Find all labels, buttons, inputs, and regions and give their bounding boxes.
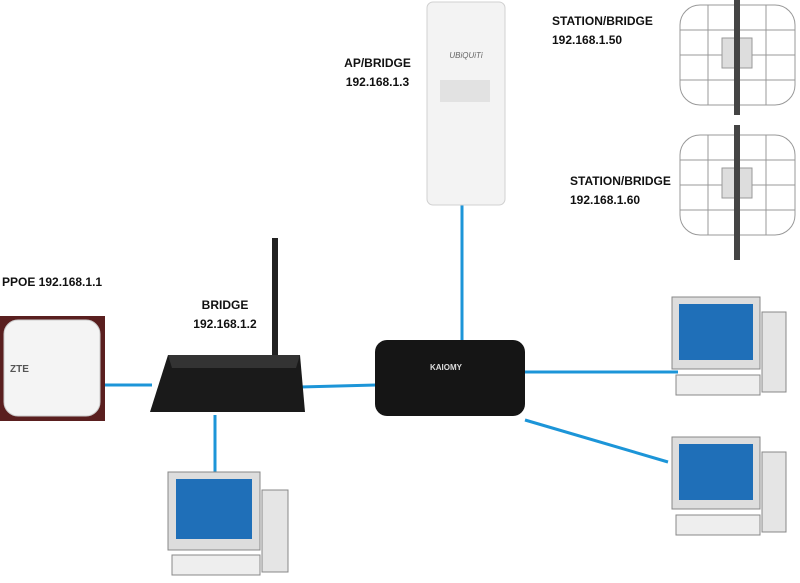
- ap-device: UBiQUiTi: [426, 1, 506, 206]
- ap-logo: UBiQUiTi: [449, 51, 482, 60]
- link-switch-pc2: [524, 418, 669, 464]
- modem-label: PPOE 192.168.1.1: [2, 273, 102, 292]
- ap-label: AP/BRIDGE 192.168.1.3: [335, 54, 420, 92]
- station1-label: STATION/BRIDGE 192.168.1.50: [552, 12, 653, 50]
- station2-antenna: [679, 125, 796, 260]
- modem-device: ZTE: [0, 316, 105, 421]
- pc-switch-2: [671, 436, 787, 536]
- station1-mode: STATION/BRIDGE: [552, 14, 653, 28]
- router-device: [150, 238, 305, 412]
- router-label: BRIDGE 192.168.1.2: [180, 296, 270, 334]
- router-ip: 192.168.1.2: [193, 317, 257, 331]
- station1-ip: 192.168.1.50: [552, 33, 623, 47]
- station2-ip: 192.168.1.60: [570, 193, 641, 207]
- station1-antenna: [679, 0, 796, 115]
- switch-device: KAIOMY: [375, 340, 525, 416]
- station2-mode: STATION/BRIDGE: [570, 174, 671, 188]
- pc-router: [167, 471, 289, 576]
- switch-logo: KAIOMY: [430, 363, 463, 372]
- station2-label: STATION/BRIDGE 192.168.1.60: [570, 172, 671, 210]
- ap-ip: 192.168.1.3: [345, 75, 410, 89]
- ap-mode: AP/BRIDGE: [344, 56, 411, 70]
- modem-logo: ZTE: [10, 364, 29, 375]
- link-router-switch: [299, 383, 377, 389]
- pc-switch-1: [671, 296, 787, 396]
- modem-ip: PPOE 192.168.1.1: [2, 275, 103, 289]
- router-mode: BRIDGE: [201, 298, 249, 312]
